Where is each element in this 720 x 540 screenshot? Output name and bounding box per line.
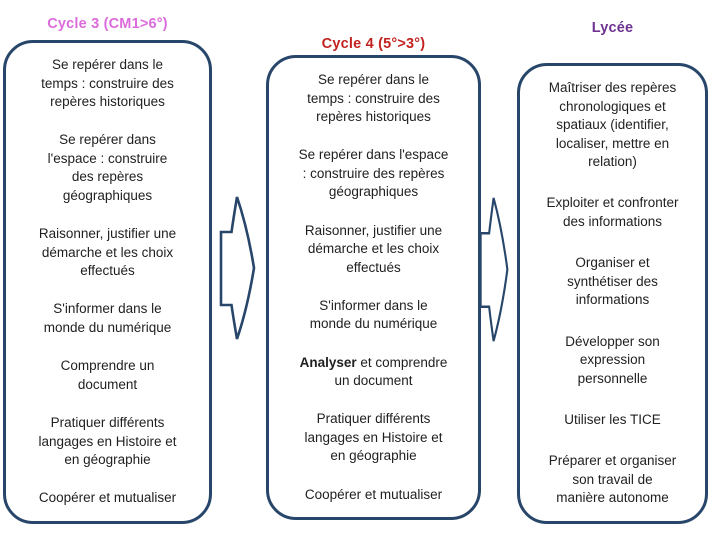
competency-item: Pratiquer différents langages en Histoir… [304, 411, 443, 464]
competency-item: S'informer dans le monde du numérique [309, 297, 438, 332]
competency-item: Raisonner, justifier une démarche et les… [38, 226, 177, 279]
competency-item: Analyser et comprendre un document [299, 354, 448, 389]
competency-item: Développer son expression personnelle [565, 333, 660, 386]
competency-item: Coopérer et mutualiser [304, 486, 443, 502]
competency-item: Utiliser les TICE [564, 412, 661, 428]
right-arrow-icon-cycle3-to-cycle4 [219, 196, 256, 340]
competency-item: S'informer dans le monde du numérique [43, 301, 172, 335]
competency-item: Coopérer et mutualiser [38, 490, 177, 506]
competency-item: Organiser et synthétiser des information… [567, 255, 658, 308]
bold-emphasis: Analyser [299, 354, 357, 370]
competency-item: Préparer et organiser son travail de man… [548, 453, 677, 506]
competency-item: Comprendre un document [60, 358, 155, 392]
cycle3-box: Se repérer dans le temps : construire de… [3, 40, 212, 524]
competency-item: Exploiter et confronter des informations [546, 195, 679, 229]
cycle4-box: Se repérer dans le temps : construire de… [266, 55, 481, 520]
competency-item: Raisonner, justifier une démarche et les… [304, 222, 443, 275]
header-lycee: Lycée [591, 20, 634, 36]
competency-item: Se repérer dans le temps : construire de… [41, 57, 174, 109]
competency-item: Se repérer dans l'espace : construire de… [298, 147, 449, 200]
lycee-box: Maîtriser des repères chronologiques et … [517, 63, 708, 524]
header-cycle4: Cycle 4 (5°>3°) [321, 36, 426, 52]
competency-item: Maîtriser des repères chronologiques et … [548, 80, 677, 169]
competency-item: Se repérer dans l'espace : construire de… [47, 132, 168, 203]
competency-item: Se repérer dans le temps : construire de… [307, 72, 440, 124]
right-arrow-icon-cycle4-to-lycee [479, 197, 509, 342]
competency-item: Pratiquer différents langages en Histoir… [38, 415, 177, 468]
header-cycle3: Cycle 3 (CM1>6°) [47, 16, 168, 32]
